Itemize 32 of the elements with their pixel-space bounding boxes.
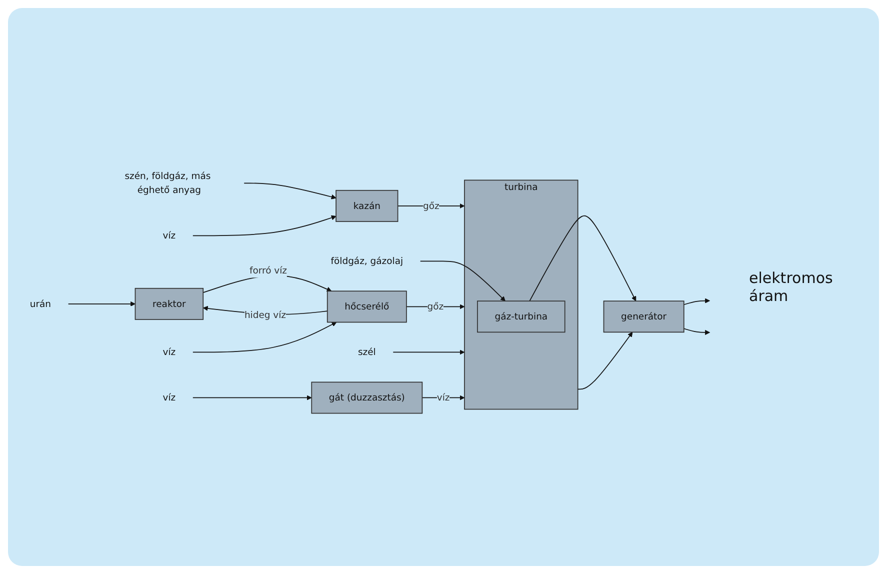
edge-label: hideg víz: [244, 309, 286, 320]
arrow: [529, 215, 636, 302]
node-text: földgáz, gázolaj: [330, 255, 404, 266]
edge-label: gőz: [427, 300, 444, 312]
output-label: elektromos áram: [749, 269, 834, 305]
node-text: szén, földgáz, más éghető anyag: [124, 170, 211, 196]
node-text: szél: [358, 346, 376, 358]
node-text: víz: [162, 230, 176, 241]
node-box: [336, 190, 398, 222]
node-box: [311, 382, 423, 414]
node-text: víz: [162, 346, 176, 358]
arrow: [683, 328, 710, 335]
node-box: [326, 290, 407, 323]
card-background: turbina forró víz hideg víz gőz gőz víz szén, földgáz, más éghető anyag víz kazán földgáz, gázolaj urán reaktor hőcserélő víz szél víz gát (duzzasztás) gáz-turbina generátor elektromos áram: [8, 8, 879, 566]
node-text: víz: [162, 392, 176, 403]
edge-label: víz: [436, 392, 450, 403]
arrow: [577, 332, 633, 390]
cluster: [464, 180, 578, 410]
node-text: urán: [30, 298, 52, 310]
arrow: [683, 298, 710, 306]
arrow: [192, 215, 336, 236]
arrow: [192, 395, 312, 400]
node-box: [603, 300, 684, 333]
arrow: [392, 350, 465, 355]
node-box: [134, 288, 204, 320]
arrow: [68, 301, 136, 306]
edge-label: gőz: [422, 200, 440, 212]
node-box: [477, 300, 566, 333]
arrow: [244, 182, 336, 200]
arrow: [192, 322, 337, 353]
edge-label: forró víz: [249, 265, 287, 276]
arrow: [420, 260, 506, 302]
